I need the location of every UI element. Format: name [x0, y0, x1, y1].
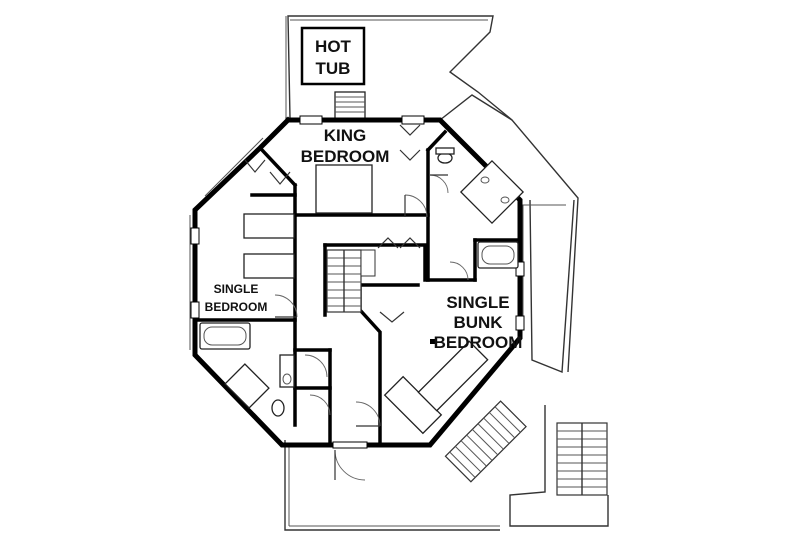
hot-tub-label-line1: HOT	[315, 37, 352, 56]
top-stairs	[334, 91, 366, 121]
bunk-bedroom-label-line1: SINGLE	[446, 293, 509, 312]
room-labels: KING BEDROOM SINGLE BEDROOM SINGLE BUNK …	[205, 126, 523, 352]
hot-tub: HOT TUB	[300, 26, 366, 86]
interior-stairs	[326, 249, 376, 313]
bunk-bedroom-label-line2: BUNK	[453, 313, 503, 332]
doors	[244, 124, 469, 481]
hot-tub-label-line2: TUB	[316, 59, 351, 78]
single-bedroom-label-line2: BEDROOM	[205, 300, 268, 314]
windows	[190, 115, 525, 331]
king-bedroom-label-line2: BEDROOM	[301, 147, 390, 166]
single-bedroom-label-line1: SINGLE	[214, 282, 259, 296]
king-bedroom-label-line1: KING	[324, 126, 367, 145]
deck-outlines	[284, 15, 609, 531]
bunk-bedroom-label-line3: BEDROOM	[434, 333, 523, 352]
exterior-stairs	[444, 400, 608, 496]
fixtures	[199, 147, 525, 435]
